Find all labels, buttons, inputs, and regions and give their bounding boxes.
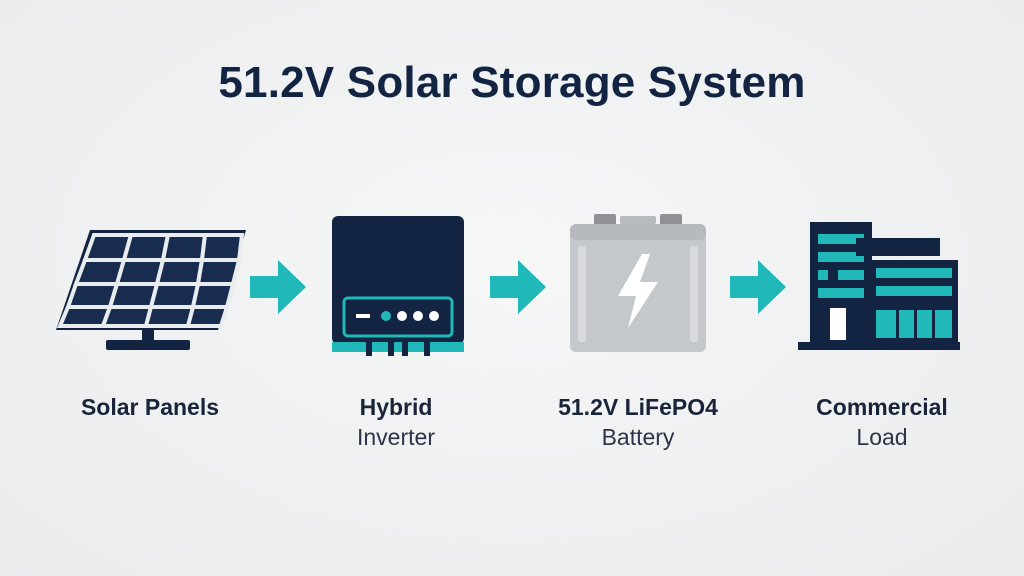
arrow-right-icon — [724, 252, 794, 322]
component-label-battery: 51.2V LiFePO4 Battery — [508, 392, 768, 452]
label-line2: Load — [856, 424, 908, 450]
component-label-hybrid-inverter: Hybrid Inverter — [286, 392, 506, 452]
label-line1: Hybrid — [359, 394, 433, 420]
solar-panel-icon — [50, 222, 250, 354]
label-line1: Commercial — [816, 394, 948, 420]
arrow-right-icon — [484, 252, 554, 322]
arrow-right-icon — [244, 252, 314, 322]
label-line1: 51.2V LiFePO4 — [558, 394, 718, 420]
page-title: 51.2V Solar Storage System — [218, 58, 806, 107]
commercial-building-icon — [796, 214, 960, 350]
battery-icon — [568, 212, 708, 354]
inverter-icon — [330, 214, 466, 364]
label-line1: Solar Panels — [80, 394, 220, 420]
component-label-solar-panels: Solar Panels — [40, 392, 260, 422]
label-line2: Inverter — [357, 424, 435, 450]
component-label-commercial-load: Commercial Load — [770, 392, 994, 452]
label-line2: Battery — [601, 424, 675, 450]
